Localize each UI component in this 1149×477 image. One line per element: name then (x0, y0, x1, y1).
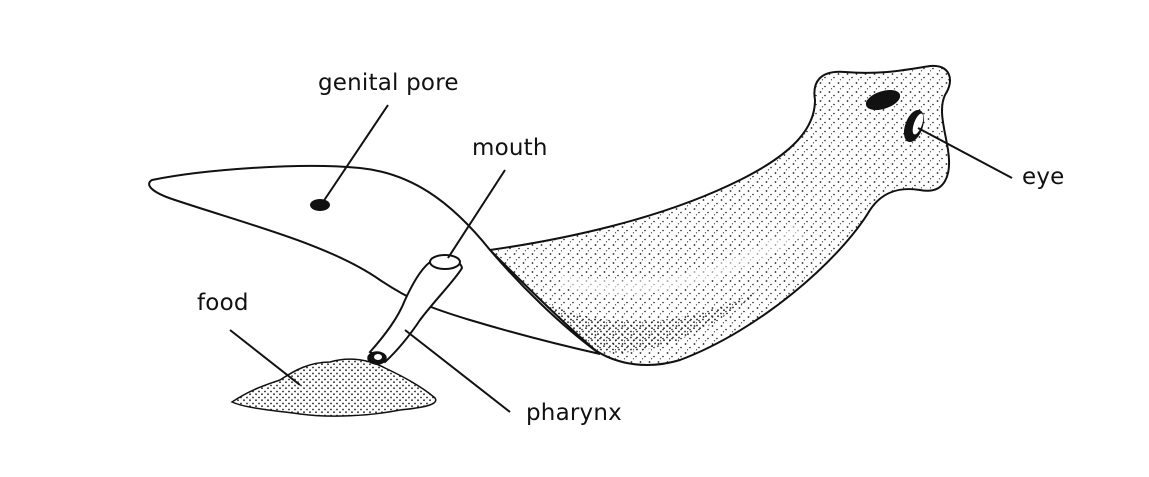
label-mouth: mouth (472, 135, 548, 161)
label-food: food (197, 290, 249, 316)
food-pile (230, 358, 437, 417)
leader-mouth (447, 169, 506, 259)
mouth-opening (429, 254, 461, 270)
label-pharynx: pharynx (526, 400, 622, 426)
leader-pharynx (404, 329, 511, 413)
leader-food (229, 329, 301, 386)
pharynx-tube (368, 257, 464, 364)
ventral-shading (540, 290, 760, 353)
body-tail-region (148, 164, 601, 355)
label-genital-pore: genital pore (318, 70, 459, 96)
genital-pore-icon (310, 199, 330, 211)
label-eye: eye (1022, 164, 1065, 190)
leader-genital-pore (322, 104, 389, 203)
midline-stripe (558, 224, 804, 295)
leader-eye (917, 127, 1013, 179)
eye-left-icon (865, 90, 901, 110)
